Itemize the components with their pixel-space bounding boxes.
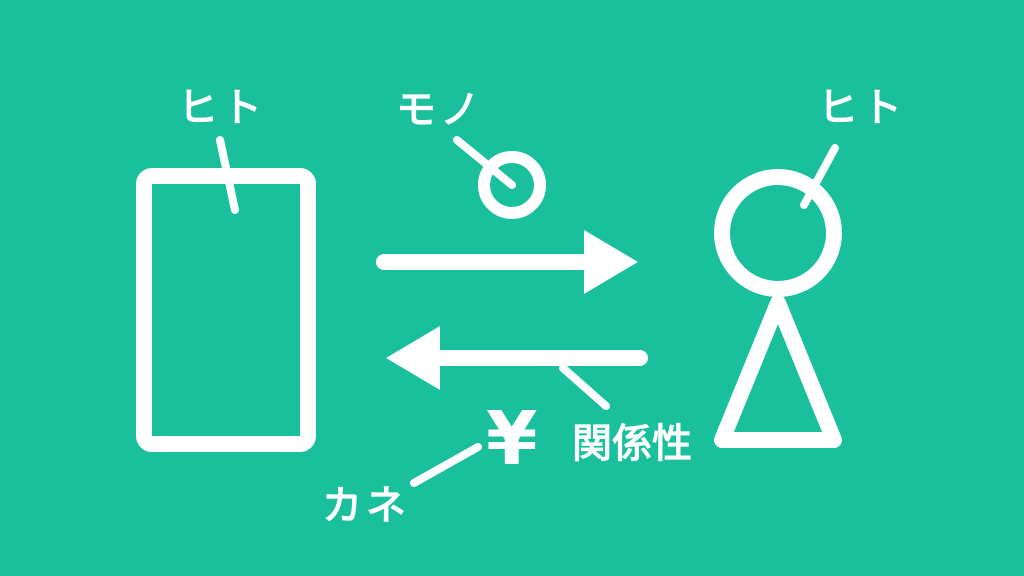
right-person-body — [714, 295, 842, 448]
hito-left-label: ヒト — [178, 85, 266, 131]
mono-circle — [478, 151, 546, 219]
right-hito-pointer-line — [800, 144, 839, 209]
right-arrow-head — [584, 230, 638, 294]
kankeisei-pointer-line — [559, 364, 610, 410]
kane-label: カネ — [322, 483, 410, 529]
kane-pointer-line — [410, 443, 482, 487]
kankeisei-label: 関係性 — [572, 421, 692, 467]
left-hito-pointer-line — [216, 136, 239, 214]
right-person-head — [714, 169, 842, 297]
left-arrow-head — [386, 326, 440, 390]
yen-symbol: ¥ — [486, 396, 538, 482]
hito-right-label: ヒト — [818, 85, 906, 131]
mono-label: モノ — [396, 87, 484, 133]
mono-pointer-line — [453, 136, 516, 189]
